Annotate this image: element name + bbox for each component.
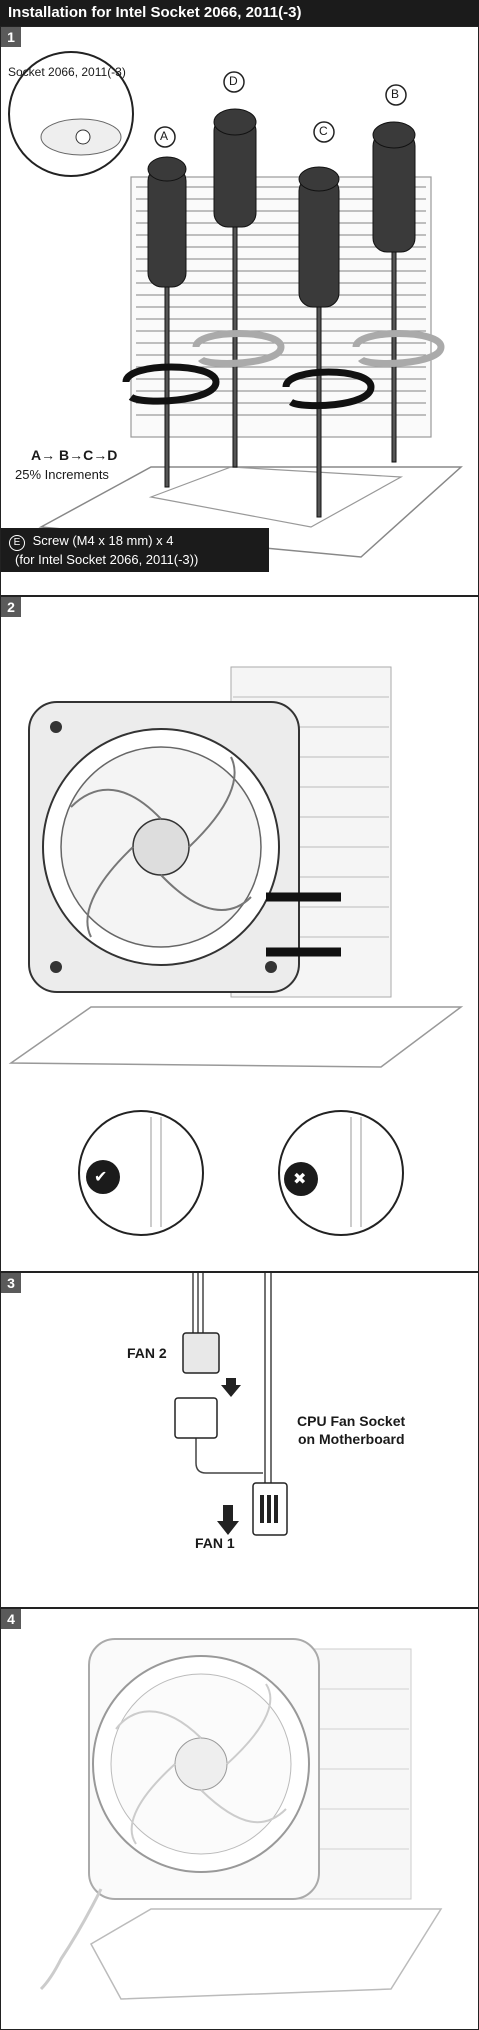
step-badge: 4 — [1, 1609, 21, 1629]
letter-c: C — [319, 124, 328, 138]
fan-2-label: FAN 2 — [127, 1345, 167, 1361]
letter-b: B — [391, 87, 400, 101]
wrong-mark-icon: ✖ — [293, 1171, 307, 1188]
step-2-panel: 2 ✔ ✖ — [0, 596, 479, 1272]
letter-d: D — [229, 74, 238, 88]
step-badge: 2 — [1, 597, 21, 617]
screw-spec-box: E Screw (M4 x 18 mm) x 4 (for Intel Sock… — [1, 528, 269, 572]
screw-spec-line1: Screw (M4 x 18 mm) x 4 — [32, 533, 174, 548]
step-badge: 3 — [1, 1273, 21, 1293]
step-1-illustration — [8, 51, 463, 568]
increments-note: 25% Increments — [15, 467, 109, 482]
letter-a: A — [160, 129, 169, 143]
step-4-illustration — [39, 1638, 443, 2000]
step-4-panel: 4 — [0, 1608, 479, 2030]
socket-label: Socket 2066, 2011(-3) — [8, 65, 126, 79]
page-title: Installation for Intel Socket 2066, 2011… — [0, 0, 479, 26]
cpu-fan-socket-line1: CPU Fan Socket — [297, 1413, 406, 1429]
screw-letter: E — [9, 535, 25, 551]
cpu-fan-socket-line2: on Motherboard — [298, 1431, 405, 1447]
screw-spec-line2: (for Intel Socket 2066, 2011(-3)) — [15, 552, 199, 567]
step-badge: 1 — [1, 27, 21, 47]
correct-mark-icon: ✔ — [94, 1169, 108, 1186]
step-2-illustration — [8, 666, 464, 1236]
step-1-panel: 1 — [0, 26, 479, 596]
step-3-panel: 3 FAN 2 FAN 1 CPU Fan Socket on Motherbo… — [0, 1272, 479, 1608]
tightening-sequence: A→ B→C→D — [31, 447, 118, 463]
step-3-illustration — [174, 1273, 288, 1536]
fan-1-label: FAN 1 — [195, 1535, 235, 1551]
